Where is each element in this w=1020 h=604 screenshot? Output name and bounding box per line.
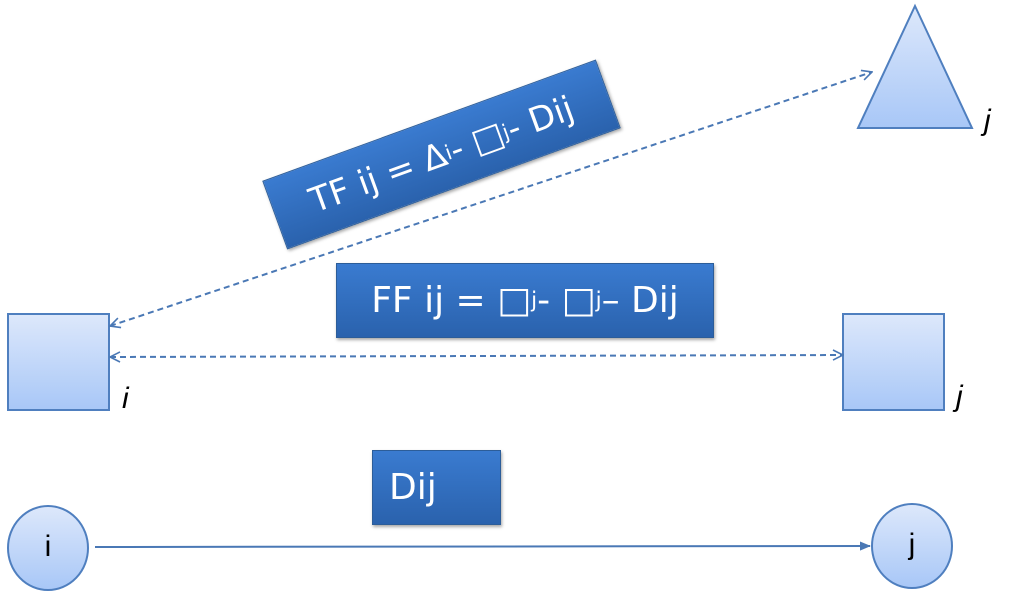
- activity-arrow: [94, 541, 871, 551]
- square-label-j: j: [956, 380, 963, 413]
- circle-text-j: j: [908, 528, 916, 561]
- total-float-arrow: [110, 72, 872, 326]
- tf-suffix: - Dij: [501, 88, 580, 150]
- circle-node-i: [7, 505, 89, 591]
- free-float-arrow: [110, 355, 843, 357]
- free-float-formula: FF ij = □j - □j – Dij: [336, 263, 714, 338]
- circle-node-j: [871, 503, 953, 589]
- square-label-i: i: [122, 382, 129, 415]
- duration-label: Dij: [372, 450, 501, 525]
- triangle-node-j: [856, 3, 974, 129]
- triangle-label-j: j: [984, 104, 991, 137]
- square-node-j: [842, 313, 945, 411]
- ff-suffix: – Dij: [601, 280, 679, 321]
- square-node-i: [7, 313, 110, 411]
- duration-text: Dij: [389, 467, 437, 508]
- ff-mid: - □: [537, 280, 596, 321]
- circle-text-i: i: [44, 530, 52, 563]
- ff-prefix: FF ij = □: [371, 280, 532, 321]
